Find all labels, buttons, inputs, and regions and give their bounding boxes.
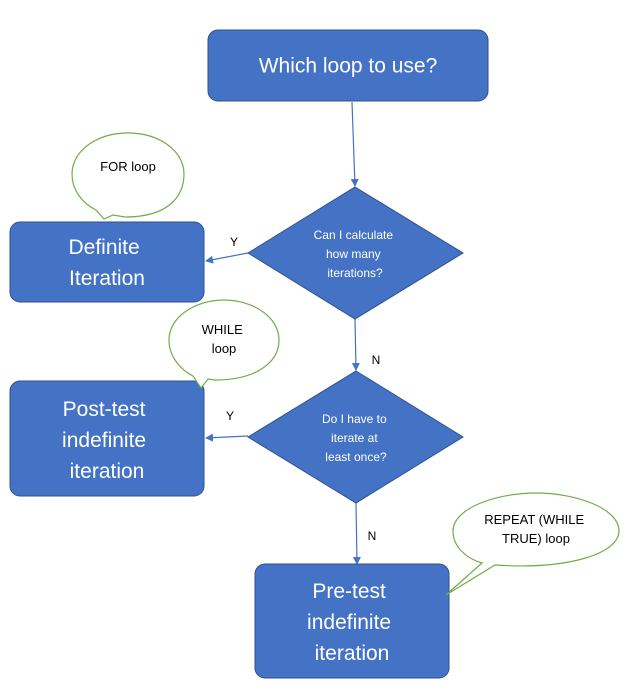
arrow-no-to-decision-2	[351, 318, 360, 371]
decision-2-text: Do I have to iterate at least once?	[322, 412, 390, 464]
decision-1-text: Can I calculate how many iterations?	[314, 228, 397, 280]
arrow-yes-to-definite	[205, 252, 249, 264]
bubble-repeat-text: REPEAT (WHILE TRUE) loop	[484, 512, 588, 546]
box-pre-test	[254, 563, 450, 679]
edge-label-no-1: N	[372, 353, 381, 367]
edge-label-yes-1: Y	[230, 235, 238, 249]
bubble-while-text: WHILE loop	[202, 322, 247, 356]
title-box-label: Which loop to use?	[259, 55, 438, 78]
bubble-for-loop	[71, 132, 185, 220]
decision-can-i-calculate	[247, 186, 464, 320]
box-post-test	[9, 380, 205, 497]
pre-test-text: Pre-test indefinite iteration	[307, 580, 397, 665]
bubble-for-text: FOR loop	[100, 159, 156, 174]
arrow-title-to-decision-1	[350, 101, 359, 187]
bubble-repeat-loop	[445, 492, 620, 596]
bubble-while-loop	[168, 299, 280, 390]
title-box	[207, 29, 489, 102]
box-definite-iteration	[9, 221, 205, 303]
definite-iteration-text: Definite Iteration	[68, 236, 145, 290]
edge-label-no-2: N	[368, 529, 377, 543]
arrow-yes-to-post-test	[205, 433, 249, 442]
post-test-text: Post-test indefinite iteration	[62, 398, 152, 483]
arrow-no-to-pre-test	[352, 502, 361, 565]
decision-iterate-at-least-once	[247, 370, 464, 504]
edge-label-yes-2: Y	[226, 409, 234, 423]
